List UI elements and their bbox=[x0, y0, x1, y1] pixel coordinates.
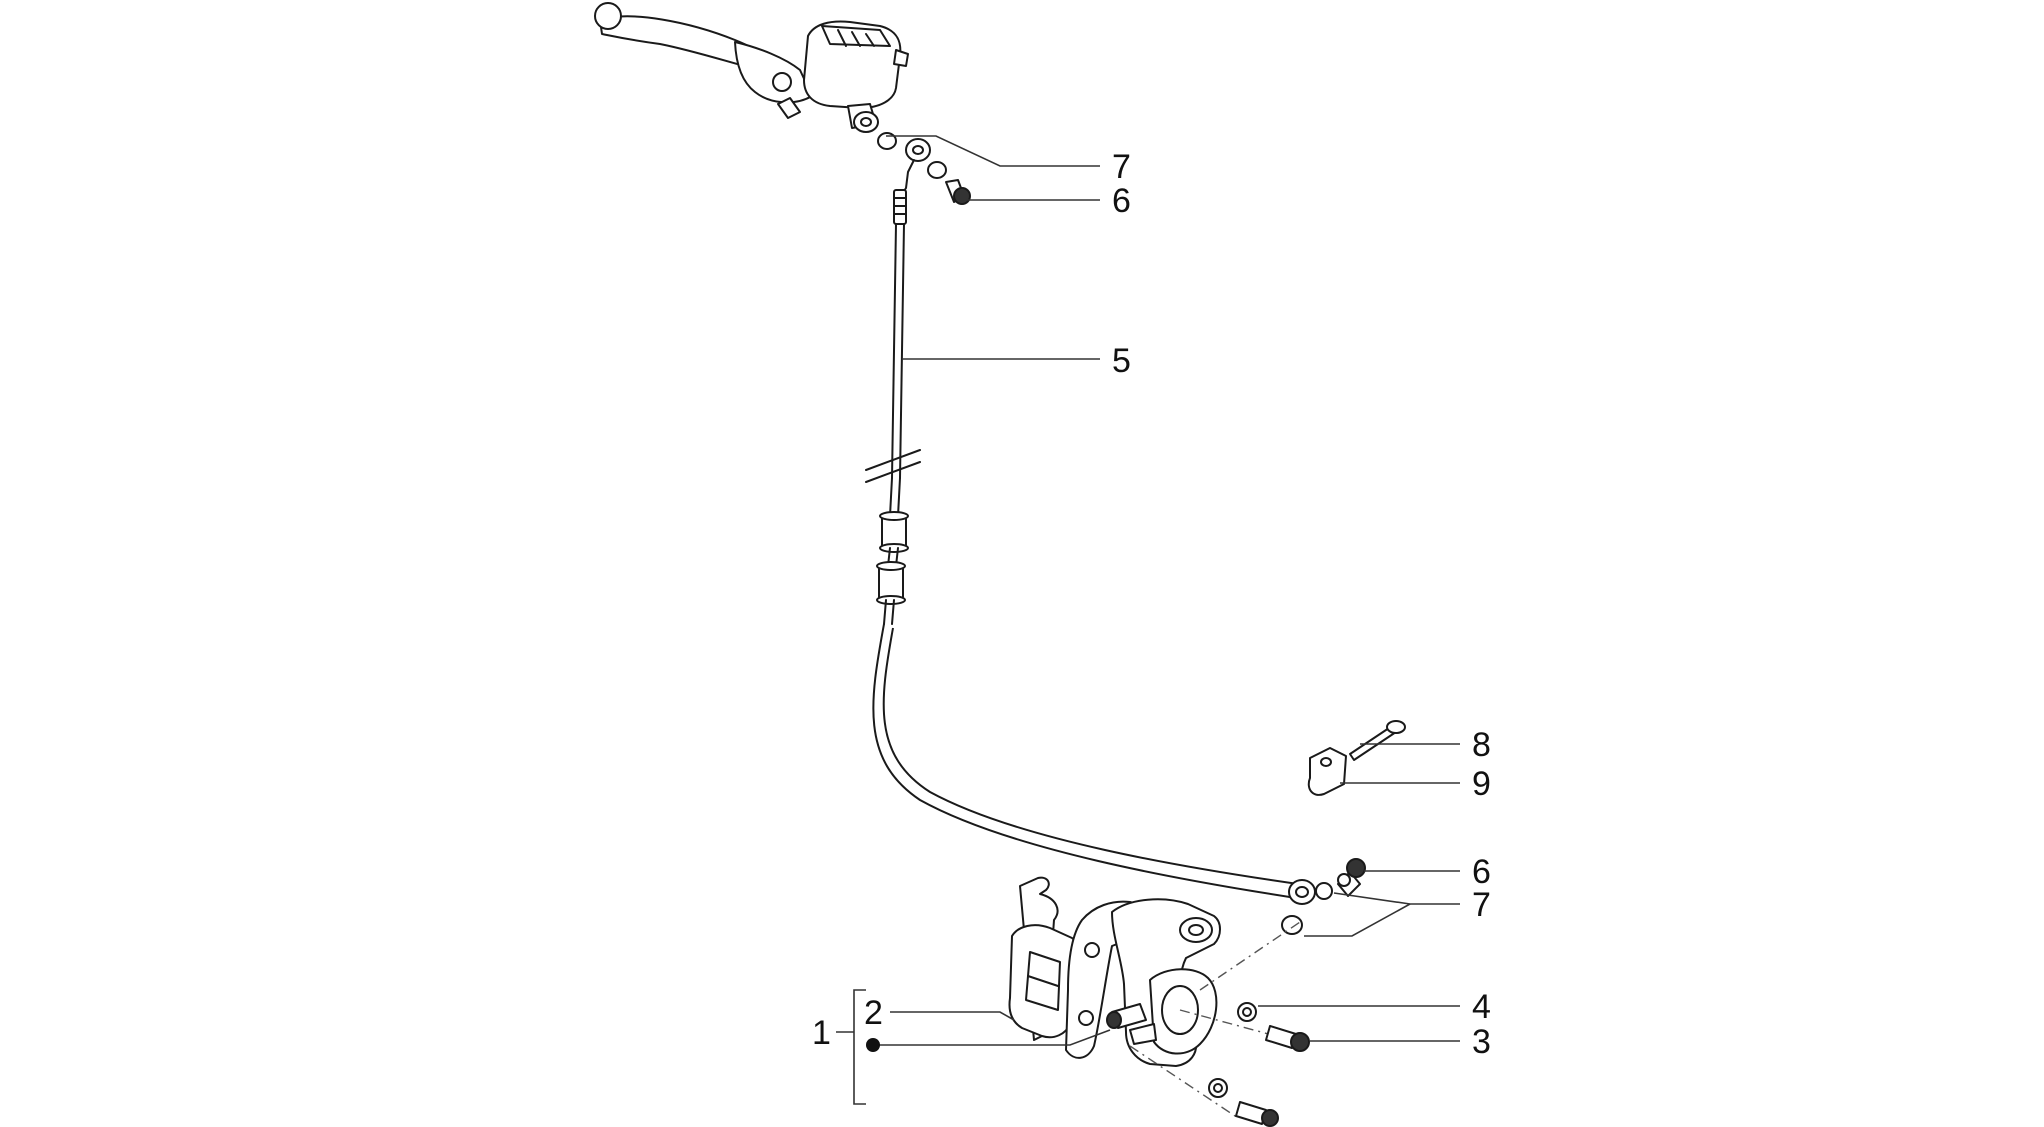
callout-labels: 7 6 5 8 9 6 7 4 3 2 1 bbox=[812, 148, 1491, 1061]
callout-8: 8 bbox=[1472, 726, 1491, 764]
group-bracket-1 bbox=[853, 989, 866, 1105]
callout-6-bottom: 6 bbox=[1472, 853, 1491, 891]
axis-line-upper bbox=[1199, 921, 1301, 991]
lower-washer-a bbox=[1315, 882, 1333, 900]
lower-washer-b bbox=[1281, 915, 1303, 935]
lower-banjo-fitting bbox=[1281, 858, 1366, 935]
callout-4: 4 bbox=[1472, 988, 1491, 1026]
callout-1: 1 bbox=[812, 1014, 831, 1052]
upper-banjo-fitting bbox=[877, 132, 971, 205]
callout-5: 5 bbox=[1112, 342, 1131, 380]
caliper-bolt-lower bbox=[1235, 1101, 1267, 1125]
leader-7-bottom bbox=[1333, 892, 1460, 905]
leader-dot bbox=[878, 1029, 1111, 1046]
upper-washer-a bbox=[877, 132, 897, 150]
callout-7-bottom: 7 bbox=[1472, 886, 1491, 924]
leader-7-top bbox=[886, 135, 1100, 167]
leader-2 bbox=[890, 1011, 1015, 1021]
callout-9: 9 bbox=[1472, 765, 1491, 803]
brake-caliper-assembly bbox=[1008, 876, 1221, 1067]
hose-clamp-assembly bbox=[1307, 720, 1406, 796]
hose-clamp bbox=[1307, 747, 1347, 796]
callout-3: 3 bbox=[1472, 1023, 1491, 1061]
caliper-fixing-hardware bbox=[1208, 1002, 1310, 1127]
brake-hose bbox=[865, 159, 1316, 905]
assembly-dot bbox=[866, 1038, 880, 1052]
callout-6-top: 6 bbox=[1112, 182, 1131, 220]
upper-washer-b bbox=[927, 161, 947, 179]
brake-lever-master-cylinder bbox=[594, 2, 909, 133]
callout-7-top: 7 bbox=[1112, 148, 1131, 186]
callout-2: 2 bbox=[864, 994, 883, 1032]
leader-lines bbox=[836, 135, 1460, 1105]
